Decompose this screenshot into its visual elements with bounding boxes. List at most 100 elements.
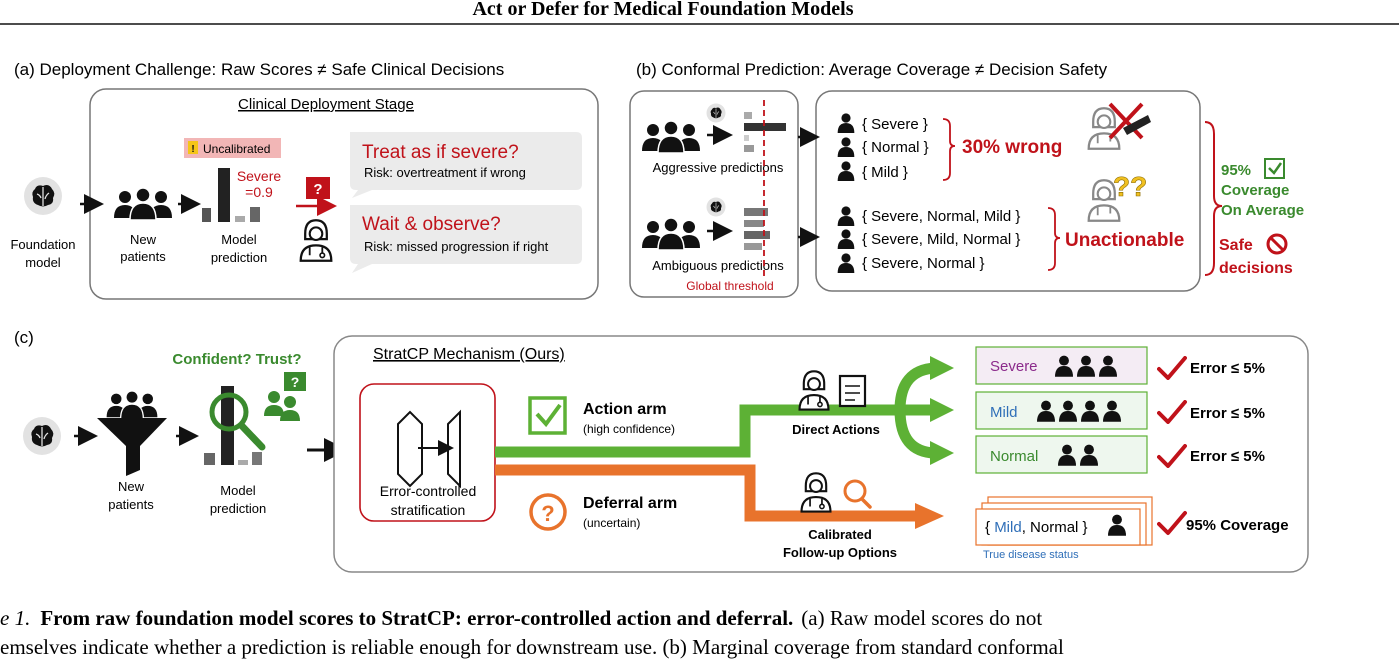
question-badge-icon xyxy=(306,177,330,199)
outcome-label-normal: Normal xyxy=(990,448,1038,465)
aggressive-label: Aggressive predictions xyxy=(653,160,784,175)
new-patients-label-2: patients xyxy=(120,249,166,264)
deferral-arm-sub: (uncertain) xyxy=(583,516,640,530)
coverage-word: Coverage xyxy=(1221,182,1289,199)
coverage-percent: 95% xyxy=(1221,162,1251,179)
caption-line-2: emselves indicate whether a prediction i… xyxy=(0,635,1064,659)
prohibited-icon xyxy=(1266,233,1288,255)
deferral-question-icon xyxy=(529,493,567,531)
error-severe: Error ≤ 5% xyxy=(1190,360,1265,377)
caption-line-1: e 1.From raw foundation model scores to … xyxy=(0,606,1042,630)
stratification-icon xyxy=(397,409,461,489)
clinical-deployment-box xyxy=(89,88,599,300)
true-disease-status-label: True disease status xyxy=(983,549,1079,561)
panel-b-label: (b) Conformal Prediction: Average Covera… xyxy=(636,60,1108,79)
pred-bar-3 xyxy=(235,216,245,222)
uncalibrated-label: Uncalibrated xyxy=(203,142,270,156)
pred-bar-4 xyxy=(250,207,260,222)
safe-word: Safe xyxy=(1219,237,1253,254)
deferral-arm-path xyxy=(495,464,920,522)
set-top-1: { Severe } xyxy=(862,116,928,133)
foundation-model-label-2: model xyxy=(25,255,61,270)
error-normal: Error ≤ 5% xyxy=(1190,448,1265,465)
stratification-label-2: stratification xyxy=(391,502,466,518)
arrow-to-mild xyxy=(930,398,954,422)
model-prediction-label-2: prediction xyxy=(211,250,267,265)
arrow-to-severe xyxy=(930,356,954,380)
bubble-treat-severe xyxy=(350,132,582,198)
model-prediction-label-1: Model xyxy=(221,232,257,247)
svg-text:?: ? xyxy=(541,501,554,526)
bubble2-risk: Risk: missed progression if right xyxy=(364,239,549,254)
pred-c-bar-4 xyxy=(252,452,262,465)
mechanism-title: StratCP Mechanism (Ours) xyxy=(373,346,565,363)
severe-score-label-2: =0.9 xyxy=(245,184,273,200)
clinical-deployment-title: Clinical Deployment Stage xyxy=(238,96,414,113)
direct-actions-label: Direct Actions xyxy=(792,422,880,437)
set-top-3: { Mild } xyxy=(862,164,908,181)
pred-c-bar-2 xyxy=(221,386,234,465)
aggressive-brain-icon xyxy=(706,103,726,123)
syringe-icon xyxy=(1123,115,1151,135)
coverage95-label: 95% Coverage xyxy=(1186,517,1289,534)
pred-c-bar-3 xyxy=(238,460,248,465)
funnel-patients-icon xyxy=(105,391,159,419)
outcome-label-severe: Severe xyxy=(990,358,1038,375)
magnifier-icon xyxy=(209,392,249,432)
new-patients-c-label-1: New xyxy=(118,479,145,494)
cross-icon xyxy=(1108,102,1144,140)
bubble1-risk: Risk: overtreatment if wrong xyxy=(364,165,526,180)
outcome-box-mild xyxy=(975,391,1148,430)
pred-bar-severe xyxy=(218,168,230,222)
followup-label-1: Calibrated xyxy=(808,527,872,542)
decisions-word: decisions xyxy=(1219,260,1293,277)
bubble2-title: Wait & observe? xyxy=(362,214,501,235)
global-threshold-label: Global threshold xyxy=(686,279,773,293)
question-marks-icon: ?? xyxy=(1113,171,1147,202)
stratification-label-1: Error-controlled xyxy=(380,483,476,499)
clipboard-icon xyxy=(838,374,867,408)
pred-c-bar-1 xyxy=(204,453,215,465)
coverage-brace xyxy=(1204,121,1223,276)
error-mild: Error ≤ 5% xyxy=(1190,405,1265,422)
panel-a-label: (a) Deployment Challenge: Raw Scores ≠ S… xyxy=(14,60,504,79)
stratification-box xyxy=(359,383,496,522)
deferral-set-text: { Mild, Normal } xyxy=(985,519,1088,536)
foundation-model-label-1: Foundation xyxy=(10,237,75,252)
severe-score-label-1: Severe xyxy=(237,168,282,184)
set-bottom-2: { Severe, Mild, Normal } xyxy=(862,231,1020,248)
ambiguous-label: Ambiguous predictions xyxy=(652,258,784,273)
foundation-model-brain-icon xyxy=(23,176,63,216)
aggressive-bar-top xyxy=(744,123,786,131)
coverage-check-icon xyxy=(1264,158,1285,179)
arrow-to-deferral-set xyxy=(915,503,944,529)
bubble1-title: Treat as if severe? xyxy=(362,142,519,163)
warning-icon xyxy=(188,141,198,154)
bottom-sets-brace xyxy=(1047,207,1061,271)
unactionable-label: Unactionable xyxy=(1065,230,1184,251)
funnel-icon xyxy=(97,418,167,476)
panel-c-label: (c) xyxy=(14,328,34,347)
outcome-box-normal xyxy=(975,435,1148,474)
set-top-2: { Normal } xyxy=(862,139,929,156)
reviewer-person-icon xyxy=(268,391,280,403)
confident-trust-label: Confident? Trust? xyxy=(172,351,301,368)
action-arm-path xyxy=(495,404,940,458)
new-patients-label-1: New xyxy=(130,232,157,247)
outcome-box-severe xyxy=(975,346,1148,385)
top-sets-brace xyxy=(942,118,956,181)
model-prediction-c-label-1: Model xyxy=(220,483,256,498)
thirty-percent-wrong: 30% wrong xyxy=(962,137,1062,158)
set-bottom-1: { Severe, Normal, Mild } xyxy=(862,208,1020,225)
bubble-wait-observe xyxy=(350,205,582,273)
question-badge-green-icon xyxy=(284,372,306,391)
svg-text:?: ? xyxy=(291,374,300,390)
uncalibrated-badge xyxy=(184,138,281,158)
followup-magnifier-icon xyxy=(843,479,867,503)
deferral-arm-label: Deferral arm xyxy=(583,495,677,512)
question-badge-text: ? xyxy=(313,181,322,198)
new-patients-c-label-2: patients xyxy=(108,497,154,512)
outcome-label-mild: Mild xyxy=(990,404,1018,421)
coverage-average: On Average xyxy=(1221,202,1304,219)
